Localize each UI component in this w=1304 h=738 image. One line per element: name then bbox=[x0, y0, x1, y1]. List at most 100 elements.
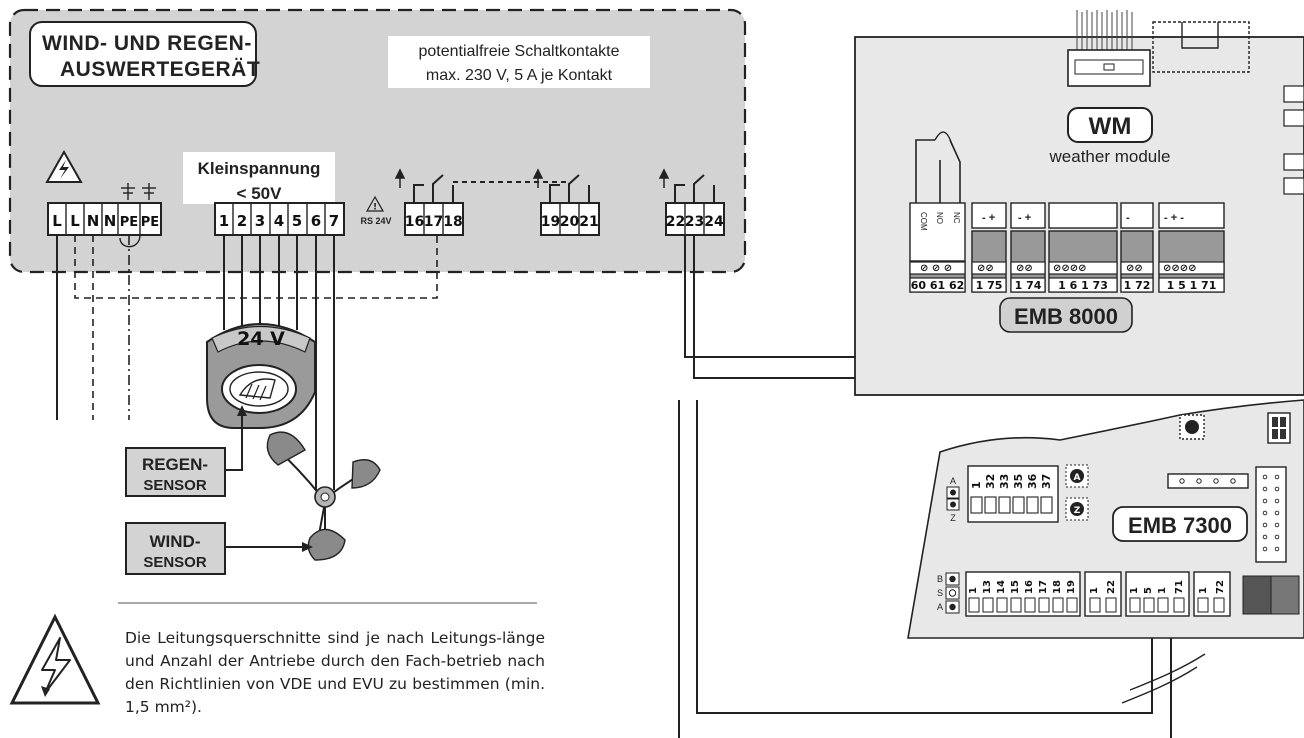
emb7300-terminal: 14 bbox=[996, 580, 1007, 594]
emb7300-terminal: 33 bbox=[998, 474, 1011, 489]
contacts-line1: potentialfreie Schaltkontakte bbox=[418, 43, 619, 60]
emb7300-side-label: A bbox=[937, 602, 943, 612]
emb7300-side-label: S bbox=[937, 588, 943, 598]
controller-title-line1: WIND- UND REGEN- bbox=[42, 32, 252, 55]
svg-text:⊘⊘: ⊘⊘ bbox=[1016, 263, 1033, 274]
controller-title-line2: AUSWERTEGERÄT bbox=[60, 58, 260, 81]
earth-icon bbox=[121, 183, 156, 200]
emb7300-bsa-jumpers: B S A bbox=[937, 572, 960, 614]
svg-text:⊘⊘: ⊘⊘ bbox=[977, 263, 994, 274]
svg-text:- + -: - + - bbox=[1164, 212, 1184, 224]
rain-sensor-label-line2: SENSOR bbox=[143, 477, 207, 494]
terminal-label: 20 bbox=[560, 214, 580, 230]
wm-badge: WM bbox=[1089, 113, 1132, 140]
terminal-label: PE bbox=[141, 215, 159, 230]
rain-sensor-label-line1: REGEN- bbox=[142, 455, 208, 474]
emb7300-label: EMB 7300 bbox=[1128, 513, 1232, 538]
terminal-block-power: L L N N PE PE bbox=[47, 202, 162, 236]
wm-terminal-label: 1 72 bbox=[1124, 279, 1151, 292]
emb7300-terminal: 37 bbox=[1040, 474, 1053, 489]
emb7300-side-label: Z bbox=[950, 513, 956, 523]
emb7300-terminal: 22 bbox=[1106, 580, 1117, 594]
terminal-label: 19 bbox=[541, 214, 560, 230]
rs24v-label: RS 24V bbox=[360, 216, 391, 226]
emb7300-terminal: 72 bbox=[1215, 580, 1226, 594]
terminal-label: 7 bbox=[329, 212, 339, 230]
emb7300-terminal: 1 bbox=[968, 587, 979, 594]
high-voltage-icon bbox=[45, 149, 83, 183]
svg-text:-: - bbox=[1126, 212, 1130, 224]
terminal-block-relay-3: 22 23 24 bbox=[665, 202, 725, 236]
svg-text:⊘ ⊘ ⊘: ⊘ ⊘ ⊘ bbox=[920, 263, 952, 274]
emb7300-terminal: 19 bbox=[1066, 580, 1077, 594]
emb7300-terminal: 32 bbox=[984, 474, 997, 489]
terminal-label: 4 bbox=[274, 212, 284, 230]
wind-sensor-label: WIND- SENSOR bbox=[125, 522, 313, 575]
wm-subtitle: weather module bbox=[1049, 147, 1171, 166]
terminal-label: 5 bbox=[292, 212, 302, 230]
terminal-label: 18 bbox=[443, 214, 462, 230]
wm-terminal-label: 1 6 1 73 bbox=[1058, 279, 1108, 292]
emb7300-terminal: 17 bbox=[1038, 580, 1049, 594]
emb7300-terminal: 36 bbox=[1026, 473, 1039, 489]
emb7300-terminal: 1 bbox=[1157, 587, 1168, 594]
terminal-block-relay-2: 19 20 21 bbox=[540, 202, 600, 236]
terminal-label: N bbox=[104, 212, 117, 230]
terminal-label: 3 bbox=[255, 212, 265, 230]
wiring-note: Die Leitungsquerschnitte sind je nach Le… bbox=[125, 629, 545, 716]
contacts-line2: max. 230 V, 5 A je Kontakt bbox=[426, 67, 613, 84]
terminal-label: L bbox=[70, 212, 80, 230]
svg-text:- +: - + bbox=[982, 212, 995, 224]
relay-contacts bbox=[413, 174, 715, 203]
terminal-label: N bbox=[87, 212, 100, 230]
wm-terminal-label: 60 61 62 bbox=[911, 279, 965, 292]
wm-relay-label: NC bbox=[952, 212, 961, 224]
wind-sensor-device bbox=[266, 431, 381, 561]
svg-text:⊘⊘⊘⊘: ⊘⊘⊘⊘ bbox=[1053, 263, 1087, 274]
terminal-label: 16 bbox=[405, 214, 424, 230]
controller-unit: WIND- UND REGEN- AUSWERTEGERÄT Kleinspan… bbox=[8, 8, 747, 274]
emb7300-terminal: 16 bbox=[1024, 580, 1035, 594]
high-voltage-warning-icon bbox=[9, 613, 101, 705]
emb7300-terminal: 1 bbox=[1089, 587, 1100, 594]
wm-terminal-label: 1 74 bbox=[1015, 279, 1042, 292]
svg-text:Z: Z bbox=[1074, 506, 1081, 516]
svg-text:- +: - + bbox=[1018, 212, 1031, 224]
low-voltage-value: < 50V bbox=[237, 184, 283, 203]
wm-terminal-strip: ⊘ ⊘ ⊘⊘⊘⊘⊘ ⊘⊘⊘⊘⊘⊘⊘⊘⊘⊘ 60 61 62 1 75 1 74 … bbox=[909, 230, 1225, 293]
wm-terminal-label: 1 75 bbox=[976, 279, 1003, 292]
rain-sensor-label: REGEN- SENSOR bbox=[125, 405, 247, 497]
relay-arrow-icon bbox=[394, 168, 670, 188]
terminal-label: 17 bbox=[424, 214, 443, 230]
wm-terminal-label: 1 5 1 71 bbox=[1167, 279, 1217, 292]
emb7300-side-label: B bbox=[937, 574, 943, 584]
emb8000-label: EMB 8000 bbox=[1014, 304, 1118, 329]
terminal-label: L bbox=[52, 212, 62, 230]
wm-relay-label: NO bbox=[935, 212, 944, 224]
rain-sensor-supply: 24 V bbox=[237, 328, 285, 350]
terminal-label: 6 bbox=[311, 212, 321, 230]
terminal-label: 22 bbox=[666, 214, 685, 230]
terminal-label: 21 bbox=[579, 214, 598, 230]
emb7300-terminal: 1 bbox=[1129, 587, 1140, 594]
emb7300-terminal: 15 bbox=[1010, 580, 1021, 594]
svg-text:!: ! bbox=[373, 203, 377, 213]
emb7300-terminal: 18 bbox=[1052, 580, 1063, 594]
wind-sensor-label-line1: WIND- bbox=[150, 532, 201, 551]
emb7300-terminal: 71 bbox=[1174, 580, 1185, 594]
weather-module-board: WM weather module COM NO NC - + - + - - + … bbox=[854, 10, 1304, 396]
terminal-block-relay-1: 16 17 18 bbox=[404, 202, 464, 236]
terminal-label: 23 bbox=[685, 214, 704, 230]
emb7300-terminal: 5 bbox=[1143, 587, 1154, 594]
rs24v-warning-icon: ! bbox=[365, 195, 385, 213]
wm-relay-label: COM bbox=[919, 212, 928, 231]
emb7300-terminal: 1 bbox=[1198, 587, 1209, 594]
terminal-label: 2 bbox=[237, 212, 247, 230]
low-voltage-label: Kleinspannung bbox=[198, 159, 321, 178]
emb7300-board: 1 32 33 35 36 37 A Z A Z bbox=[907, 399, 1304, 639]
emb7300-side-label: A bbox=[950, 476, 956, 486]
emb7300-terminal: 1 bbox=[970, 481, 983, 489]
emb7300-terminal: 35 bbox=[1012, 474, 1025, 489]
terminal-label: 1 bbox=[219, 212, 229, 230]
